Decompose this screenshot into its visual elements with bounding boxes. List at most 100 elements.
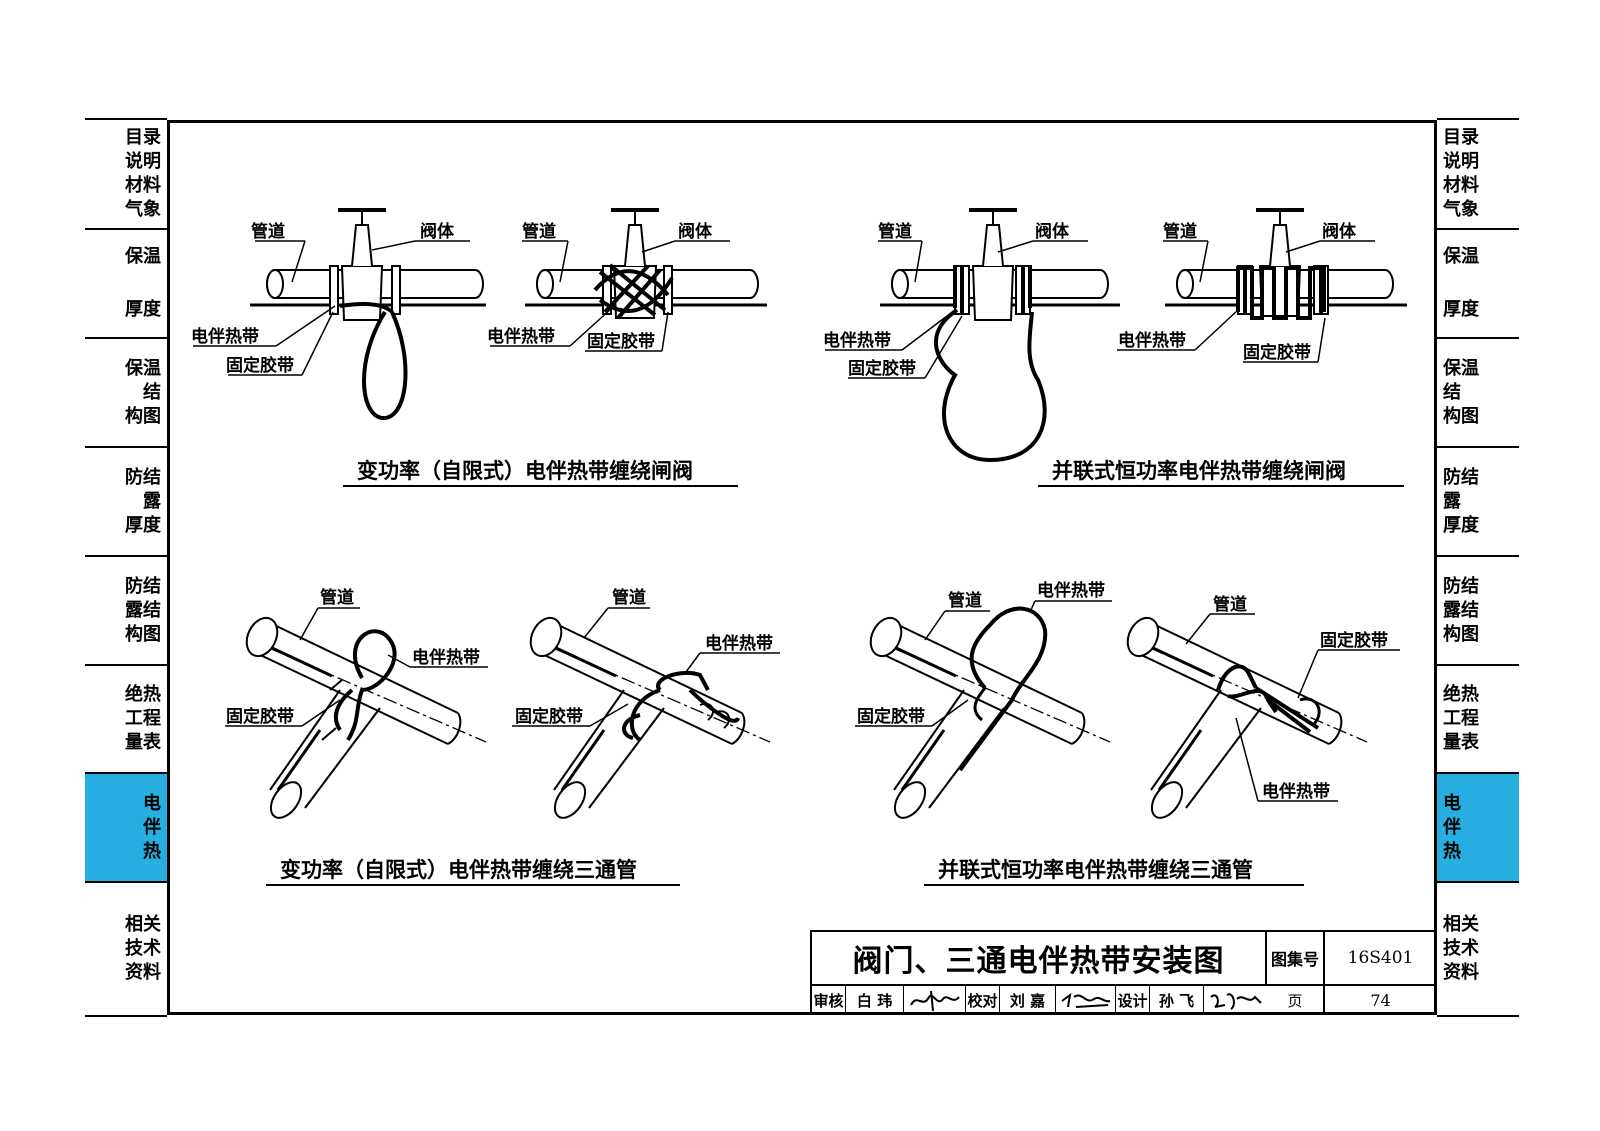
- sidebar-item-label-line: 相关: [125, 914, 161, 935]
- sidebar-item-label-line: 热: [1443, 840, 1461, 862]
- v3-pipe-label: 管道: [878, 221, 912, 242]
- tee-1-leaders: [225, 607, 488, 727]
- sidebar-item-label-line: 构图: [125, 405, 161, 427]
- valve-4-leaders: [1117, 240, 1375, 363]
- drawing-frame: [167, 120, 1437, 1015]
- sidebar-item-label-line: 露结: [125, 599, 161, 621]
- sidebar-item-label-line: 构图: [1443, 405, 1479, 427]
- sidebar-item-label-line: 保温: [125, 357, 161, 379]
- t3-fix-tape-label: 固定胶带: [857, 706, 925, 727]
- sidebar-item-label-line: 防结: [1443, 466, 1479, 488]
- tee-3-leaders: [855, 600, 1112, 727]
- right-sidebar-item-8[interactable]: 相关技术资料: [1437, 881, 1519, 1015]
- valve-diagram-2: [525, 208, 767, 320]
- t2-pipe-label: 管道: [612, 587, 646, 608]
- reviewer-signature-scribble: [909, 990, 960, 1011]
- left-sidebar-item-3[interactable]: 保温结构图: [85, 337, 167, 446]
- left-sidebar-item-6[interactable]: 绝热工程量表: [85, 664, 167, 772]
- v2-valve-label: 阀体: [678, 221, 713, 242]
- sidebar-item-label-line: 结: [1443, 381, 1461, 403]
- right-sidebar-item-4[interactable]: 防结露厚度: [1437, 446, 1519, 555]
- page-label: 页: [1267, 986, 1325, 1014]
- v4-fix-tape-label: 固定胶带: [1243, 342, 1311, 363]
- t1-pipe-label: 管道: [320, 587, 354, 608]
- left-sidebar-item-1[interactable]: 目录说明材料气象: [85, 118, 167, 228]
- right-sidebar-item-1[interactable]: 目录说明材料气象: [1437, 118, 1519, 228]
- sidebar-item-label-line: 构图: [125, 623, 161, 645]
- t4-heat-tape-label: 电伴热带: [1262, 781, 1330, 802]
- sidebar-item-label-line: 量表: [125, 732, 161, 753]
- tee-diagram-4: [1126, 616, 1368, 819]
- designer-name: 孙 飞: [1150, 986, 1204, 1014]
- sidebar-item-label-line: 技术: [125, 938, 161, 959]
- sidebar-item-label-line: 绝热: [125, 684, 161, 705]
- t4-pipe-label: 管道: [1213, 594, 1247, 615]
- tee-diagram-1: [245, 616, 487, 819]
- sidebar-item-label-line: 资料: [1443, 962, 1479, 983]
- t3-pipe-label: 管道: [948, 590, 982, 611]
- sidebar-item-label-line: 说明: [125, 151, 161, 172]
- sidebar-item-label-line: 工程: [125, 708, 161, 729]
- v4-pipe-label: 管道: [1163, 221, 1197, 242]
- sidebar-item-label-line: 电: [1443, 792, 1461, 814]
- caption-tee-parallel: 并联式恒功率电伴热带缠绕三通管: [938, 858, 1253, 882]
- sidebar-item-label-line: 露: [143, 490, 161, 512]
- valve-1-leaders: [193, 240, 470, 376]
- right-index-sidebar: 目录说明材料气象保温厚度保温结构图防结露厚度防结露结构图绝热工程量表电伴热相关技…: [1437, 118, 1519, 1017]
- valve-3-leaders: [825, 240, 1088, 379]
- right-sidebar-item-2[interactable]: 保温厚度: [1437, 228, 1519, 337]
- tee-diagram-2: [529, 616, 771, 819]
- sidebar-item-label-line: 厚度: [1443, 514, 1479, 536]
- valve-diagram-3: [880, 208, 1120, 463]
- left-sidebar-bottom-rule: [85, 1015, 167, 1017]
- caption-valve-self-limiting: 变功率（自限式）电伴热带缠绕闸阀: [357, 459, 693, 483]
- sidebar-item-label-line: 材料: [125, 175, 161, 196]
- atlas-number: 16S401: [1325, 932, 1436, 986]
- check-label: 校对: [966, 986, 1000, 1014]
- left-sidebar-item-5[interactable]: 防结露结构图: [85, 555, 167, 664]
- sidebar-item-label-line: 保温: [1443, 245, 1479, 267]
- left-index-sidebar: 目录说明材料气象保温厚度保温结构图防结露厚度防结露结构图绝热工程量表电伴热相关技…: [85, 118, 167, 1017]
- v4-valve-label: 阀体: [1322, 221, 1357, 242]
- sidebar-item-label-line: 结: [143, 381, 161, 403]
- t4-fix-tape-label: 固定胶带: [1320, 630, 1388, 651]
- page-number: 74: [1370, 990, 1391, 1010]
- sidebar-item-label-line: 厚度: [125, 514, 161, 536]
- sidebar-item-label-line: 电: [143, 792, 161, 814]
- v1-heat-tape-label: 电伴热带: [191, 326, 259, 347]
- valve-diagram-1: [250, 208, 486, 421]
- design-label: 设计: [1116, 986, 1150, 1014]
- checker-name: 刘 嘉: [1000, 986, 1056, 1014]
- sidebar-item-label-line: 露结: [1443, 599, 1479, 621]
- checker-signature-scribble: [1060, 992, 1110, 1008]
- sidebar-item-label-line: 防结: [1443, 575, 1479, 597]
- right-sidebar-item-6[interactable]: 绝热工程量表: [1437, 664, 1519, 772]
- sidebar-item-label-line: 气象: [125, 199, 161, 220]
- right-sidebar-item-5[interactable]: 防结露结构图: [1437, 555, 1519, 664]
- t2-heat-tape-label: 电伴热带: [705, 633, 773, 654]
- left-sidebar-item-8[interactable]: 相关技术资料: [85, 881, 167, 1015]
- tee-4-leaders: [1185, 613, 1400, 802]
- left-sidebar-item-7[interactable]: 电伴热: [85, 772, 167, 881]
- right-sidebar-item-3[interactable]: 保温结构图: [1437, 337, 1519, 446]
- checker-signature: [1056, 986, 1116, 1014]
- sidebar-item-label-line: 厚度: [125, 299, 161, 321]
- v3-heat-tape-label: 电伴热带: [823, 330, 891, 351]
- sidebar-item-label-line: 防结: [125, 575, 161, 597]
- v2-fix-tape-label: 固定胶带: [587, 331, 655, 352]
- t2-fix-tape-label: 固定胶带: [515, 706, 583, 727]
- sidebar-item-label-line: 厚度: [1443, 299, 1479, 321]
- valve-diagram-4: [1165, 208, 1407, 320]
- t1-fix-tape-label: 固定胶带: [226, 706, 294, 727]
- right-sidebar-item-7[interactable]: 电伴热: [1437, 772, 1519, 881]
- drawing-title: 阀门、三通电伴热带安装图: [812, 932, 1267, 986]
- atlas-number-label: 图集号: [1267, 932, 1325, 986]
- left-sidebar-item-4[interactable]: 防结露厚度: [85, 446, 167, 555]
- v2-pipe-label: 管道: [522, 221, 556, 242]
- v1-pipe-label: 管道: [251, 221, 285, 242]
- left-sidebar-item-2[interactable]: 保温厚度: [85, 228, 167, 337]
- sidebar-item-label-line: 保温: [1443, 357, 1479, 379]
- caption-valve-parallel: 并联式恒功率电伴热带缠绕闸阀: [1052, 459, 1346, 483]
- v2-heat-tape-label: 电伴热带: [487, 326, 555, 347]
- v3-fix-tape-label: 固定胶带: [848, 358, 916, 379]
